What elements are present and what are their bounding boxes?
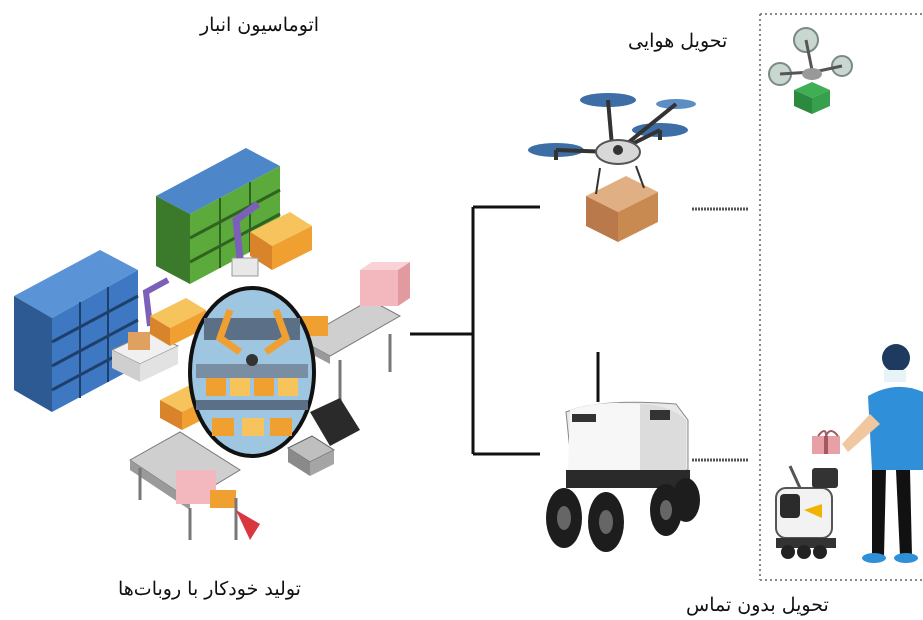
label-robot-manufacturing: تولید خودکار با روبات‌ها	[118, 578, 301, 600]
dotted-links	[692, 207, 748, 462]
box-stack-top	[231, 212, 312, 277]
conveyor-bottom	[129, 431, 260, 540]
warehouse-illustration	[14, 148, 410, 540]
drone-illustration	[528, 93, 696, 242]
factory-magnifier	[188, 286, 316, 458]
box-stack-left	[150, 298, 206, 346]
label-warehouse-automation: اتوماسیون انبار	[200, 14, 320, 36]
small-drone-icon	[768, 27, 853, 114]
green-shelf	[156, 148, 281, 284]
delivery-robot-illustration	[546, 352, 700, 552]
conveyor-right	[298, 262, 410, 400]
tray-bottom-right	[286, 398, 360, 476]
contactless-scene	[775, 344, 923, 563]
label-contactless-delivery: تحویل بدون تماس	[686, 594, 829, 616]
dotted-frame	[759, 13, 923, 581]
label-aerial-delivery: تحویل هوایی	[628, 30, 728, 52]
robot-arm-top	[232, 201, 261, 259]
blue-shelf	[14, 250, 139, 412]
connector-lines	[410, 205, 540, 456]
